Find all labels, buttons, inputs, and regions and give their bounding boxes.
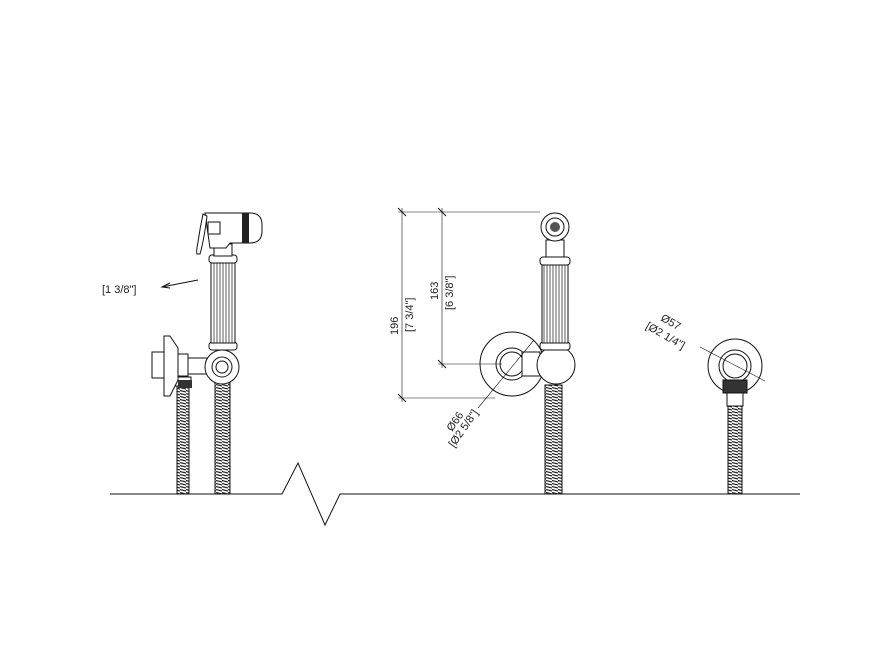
hose-right — [214, 382, 231, 495]
dimension-width: [1 3/8"] — [102, 284, 136, 296]
wall-flange — [163, 335, 179, 397]
handle — [210, 261, 236, 344]
wall-square — [151, 351, 165, 379]
handle — [541, 263, 569, 344]
hose — [727, 404, 743, 495]
hose-left — [176, 384, 190, 495]
outlet-nut — [722, 379, 748, 394]
hose — [544, 384, 563, 495]
swivel-ball — [536, 345, 576, 385]
dimension-height-holder-in: [6 3/8"] — [444, 276, 456, 310]
trigger-lever — [196, 213, 208, 255]
outlet-view: Ø57 [Ø2 1/4"] — [644, 312, 766, 495]
dimension-height-holder: 163 — [429, 282, 441, 300]
side-view: [1 3/8"] — [102, 212, 263, 495]
dimension-height-total: 196 — [389, 317, 401, 335]
front-view: 196 [7 3/4"] 163 [6 3/8"] Ø66 [Ø2 5/8"] — [389, 207, 576, 495]
ground-line — [110, 461, 800, 527]
dimension-height-total-in: [7 3/4"] — [404, 298, 416, 332]
